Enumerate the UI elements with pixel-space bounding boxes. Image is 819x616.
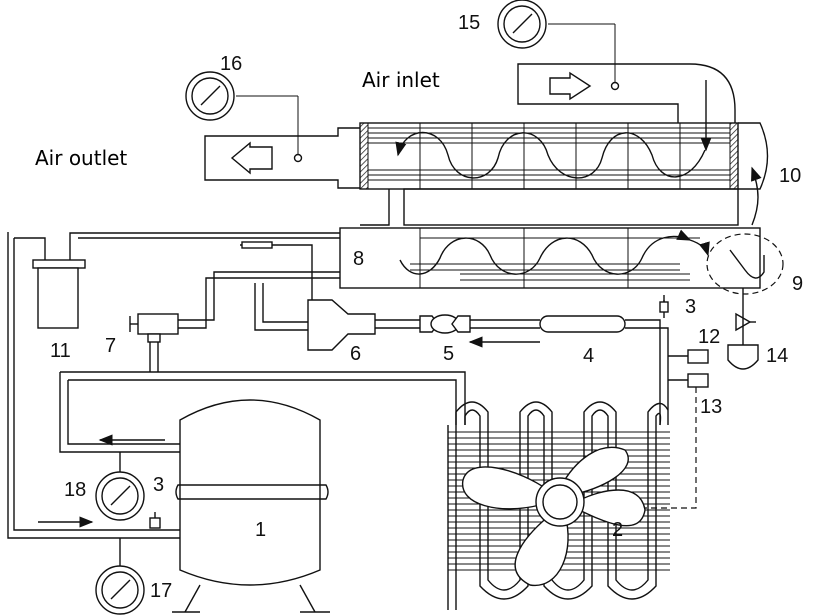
label-14: 14 bbox=[766, 345, 788, 367]
label-10: 10 bbox=[779, 165, 801, 187]
bypass-valve bbox=[129, 313, 179, 343]
accumulator bbox=[32, 259, 86, 329]
label-16: 16 bbox=[220, 53, 242, 75]
air-inlet-label: Air inlet bbox=[362, 68, 440, 92]
drain-trap bbox=[727, 288, 759, 370]
label-3-upper: 3 bbox=[685, 296, 696, 318]
air-inlet-duct bbox=[517, 23, 736, 152]
air-outlet-label: Air outlet bbox=[35, 146, 127, 170]
service-valve-upper bbox=[659, 295, 669, 313]
label-15: 15 bbox=[458, 12, 480, 34]
label-12: 12 bbox=[698, 326, 720, 348]
connecting-ducts bbox=[360, 188, 739, 226]
label-18: 18 bbox=[64, 479, 86, 501]
refrigerant-heat-exchanger bbox=[307, 299, 376, 351]
condenser-fan bbox=[447, 401, 670, 610]
label-2: 2 bbox=[612, 519, 623, 541]
service-valve-lower bbox=[149, 512, 161, 529]
gauge-16 bbox=[185, 71, 235, 121]
label-13: 13 bbox=[700, 396, 722, 418]
label-17: 17 bbox=[150, 580, 172, 602]
label-5: 5 bbox=[443, 343, 454, 365]
label-6: 6 bbox=[350, 343, 361, 365]
separator bbox=[706, 166, 784, 295]
gauge-18 bbox=[95, 452, 145, 521]
refrigerant-piping bbox=[7, 232, 669, 539]
label-11: 11 bbox=[50, 340, 71, 362]
upper-heat-exchanger bbox=[359, 122, 769, 190]
air-outlet-duct bbox=[204, 95, 360, 189]
compressor bbox=[172, 399, 330, 613]
label-9: 9 bbox=[792, 273, 803, 295]
label-7: 7 bbox=[105, 335, 116, 357]
dryer-filter bbox=[539, 315, 626, 333]
label-8: 8 bbox=[353, 248, 364, 270]
gauge-17 bbox=[95, 538, 145, 615]
label-4: 4 bbox=[583, 345, 594, 367]
evaporator bbox=[339, 227, 761, 289]
label-1: 1 bbox=[255, 519, 266, 541]
pressure-switches bbox=[585, 349, 709, 509]
gauge-15 bbox=[497, 0, 547, 49]
sight-glass bbox=[419, 314, 471, 334]
label-3-lower: 3 bbox=[153, 474, 164, 496]
